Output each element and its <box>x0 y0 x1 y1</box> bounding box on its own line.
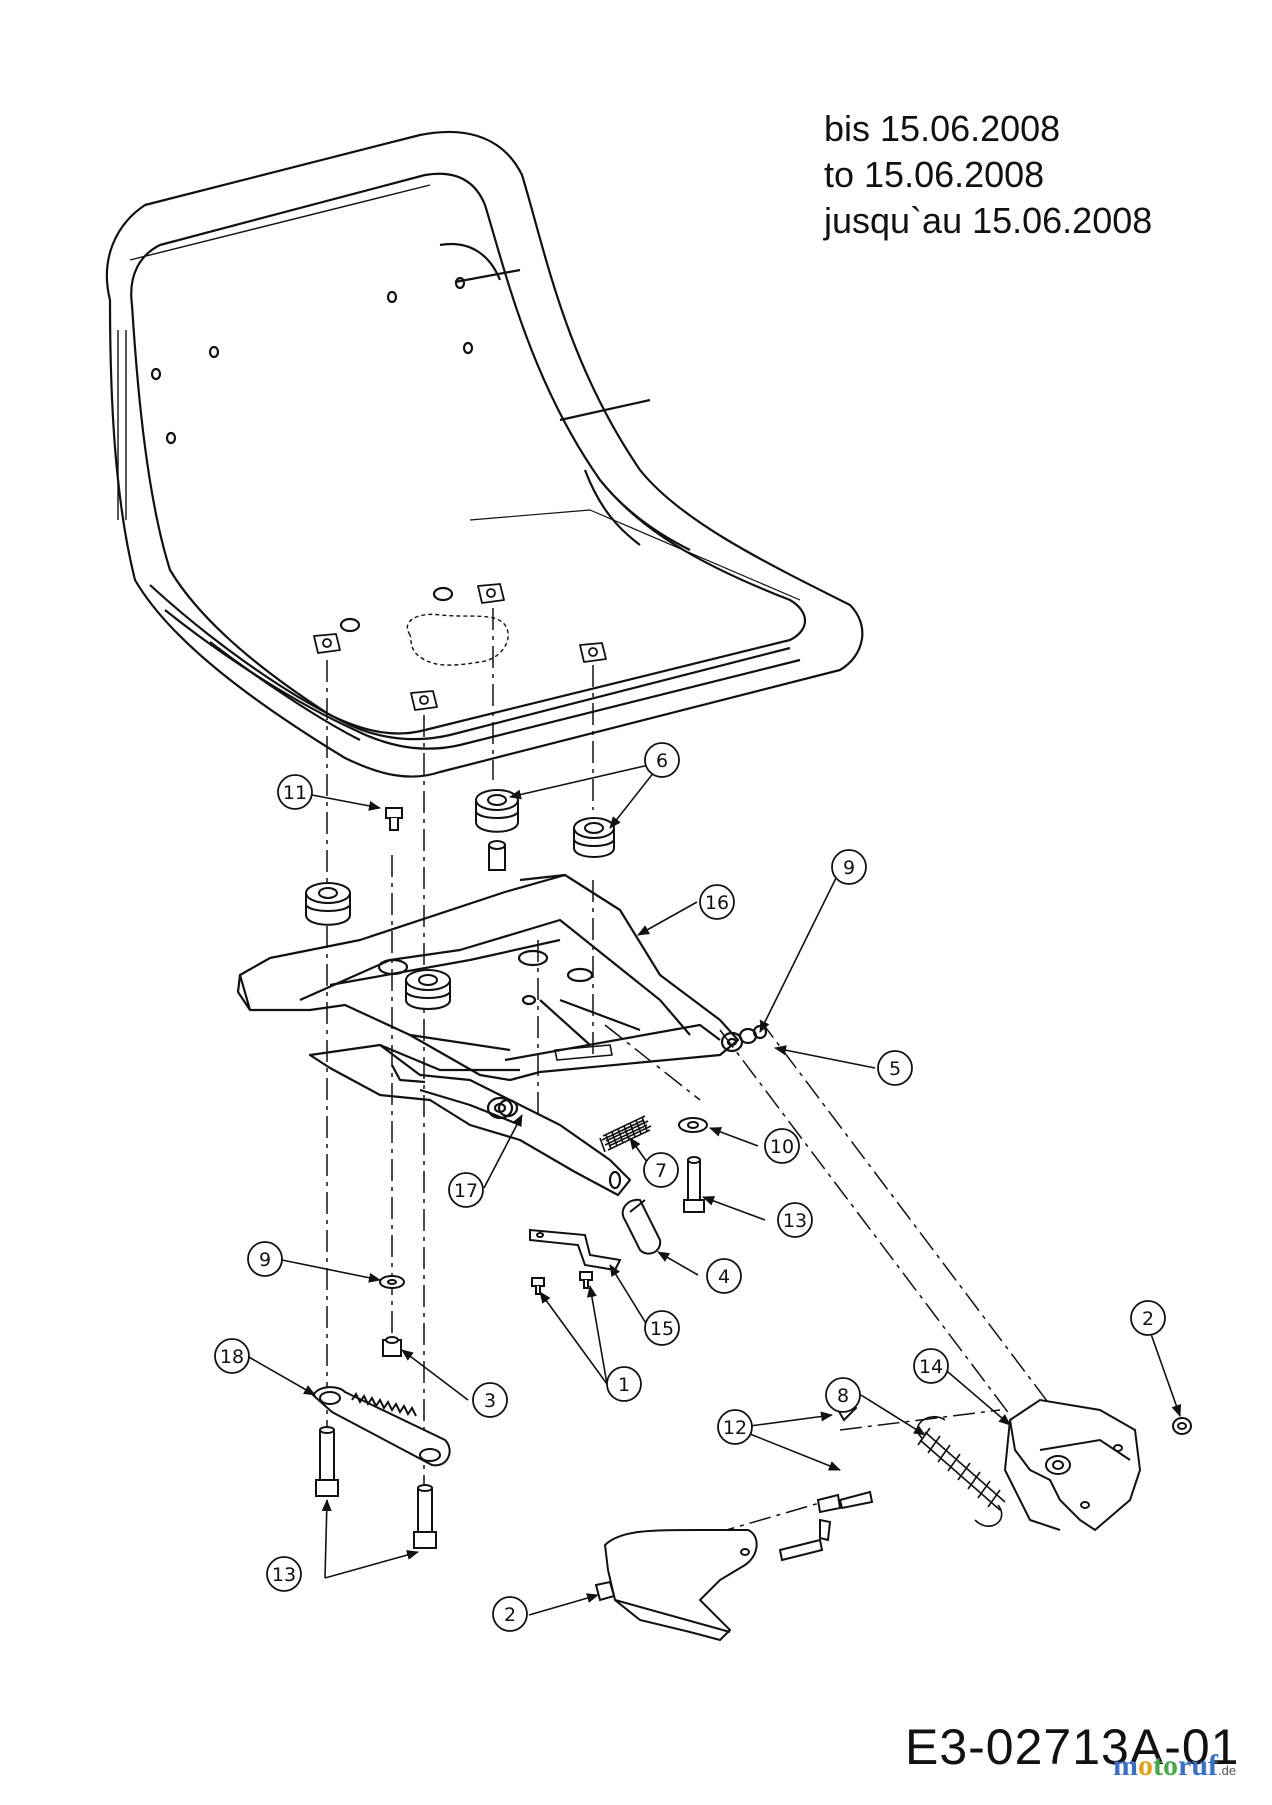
validity-line-fr: jusqu`au 15.06.2008 <box>824 200 1153 241</box>
callout-1: 1 <box>606 1366 642 1402</box>
callout-18: 18 <box>214 1338 250 1374</box>
callout-7: 7 <box>643 1152 679 1188</box>
svg-text:14: 14 <box>919 1356 943 1378</box>
svg-text:17: 17 <box>454 1180 478 1202</box>
document-code: E3-02713A-01 <box>905 1719 1240 1775</box>
svg-text:10: 10 <box>770 1136 794 1158</box>
callout-9-lower: 9 <box>247 1241 283 1277</box>
svg-text:1: 1 <box>618 1374 630 1396</box>
svg-text:16: 16 <box>705 892 729 914</box>
callout-8: 8 <box>825 1377 861 1413</box>
svg-text:13: 13 <box>272 1564 296 1586</box>
callout-16: 16 <box>699 884 735 920</box>
svg-text:5: 5 <box>889 1058 901 1080</box>
seat <box>105 130 864 778</box>
validity-line-de: bis 15.06.2008 <box>824 108 1061 149</box>
callout-6: 6 <box>644 742 680 778</box>
seat-plate-assembly <box>236 873 768 1197</box>
svg-text:7: 7 <box>655 1160 667 1182</box>
callout-15: 15 <box>644 1310 680 1346</box>
svg-text:9: 9 <box>843 857 855 879</box>
validity-line-en: to 15.06.2008 <box>824 154 1045 195</box>
callout-10: 10 <box>764 1128 800 1164</box>
svg-text:15: 15 <box>650 1318 674 1340</box>
svg-text:11: 11 <box>283 782 307 804</box>
callout-2-left: 2 <box>492 1596 528 1632</box>
callout-13-lower: 13 <box>266 1556 302 1592</box>
svg-text:4: 4 <box>718 1266 730 1288</box>
callout-12: 12 <box>717 1409 753 1445</box>
callouts: 11 6 16 9 5 10 7 13 17 4 15 9 1 3 18 13 … <box>214 742 1166 1632</box>
svg-text:18: 18 <box>220 1346 244 1368</box>
svg-text:6: 6 <box>656 750 668 772</box>
callout-2-right: 2 <box>1130 1300 1166 1336</box>
callout-11: 11 <box>277 774 313 810</box>
svg-text:8: 8 <box>837 1385 849 1407</box>
callout-3: 3 <box>472 1382 508 1418</box>
svg-text:2: 2 <box>504 1604 516 1626</box>
assembly-lines <box>326 608 1051 1556</box>
callout-4: 4 <box>706 1258 742 1294</box>
callout-9-upper: 9 <box>831 849 867 885</box>
watermark-logo: motoruf.de <box>1113 1749 1237 1782</box>
callout-13-right: 13 <box>777 1202 813 1238</box>
callout-14: 14 <box>913 1348 949 1384</box>
svg-text:2: 2 <box>1142 1308 1154 1330</box>
callout-17: 17 <box>448 1172 484 1208</box>
svg-text:3: 3 <box>484 1390 496 1412</box>
callout-5: 5 <box>877 1050 913 1086</box>
svg-text:12: 12 <box>723 1417 747 1439</box>
hardware-parts <box>305 789 1192 1642</box>
svg-text:13: 13 <box>783 1210 807 1232</box>
validity-dates: bis 15.06.2008 to 15.06.2008 jusqu`au 15… <box>824 106 1152 244</box>
svg-text:9: 9 <box>259 1249 271 1271</box>
